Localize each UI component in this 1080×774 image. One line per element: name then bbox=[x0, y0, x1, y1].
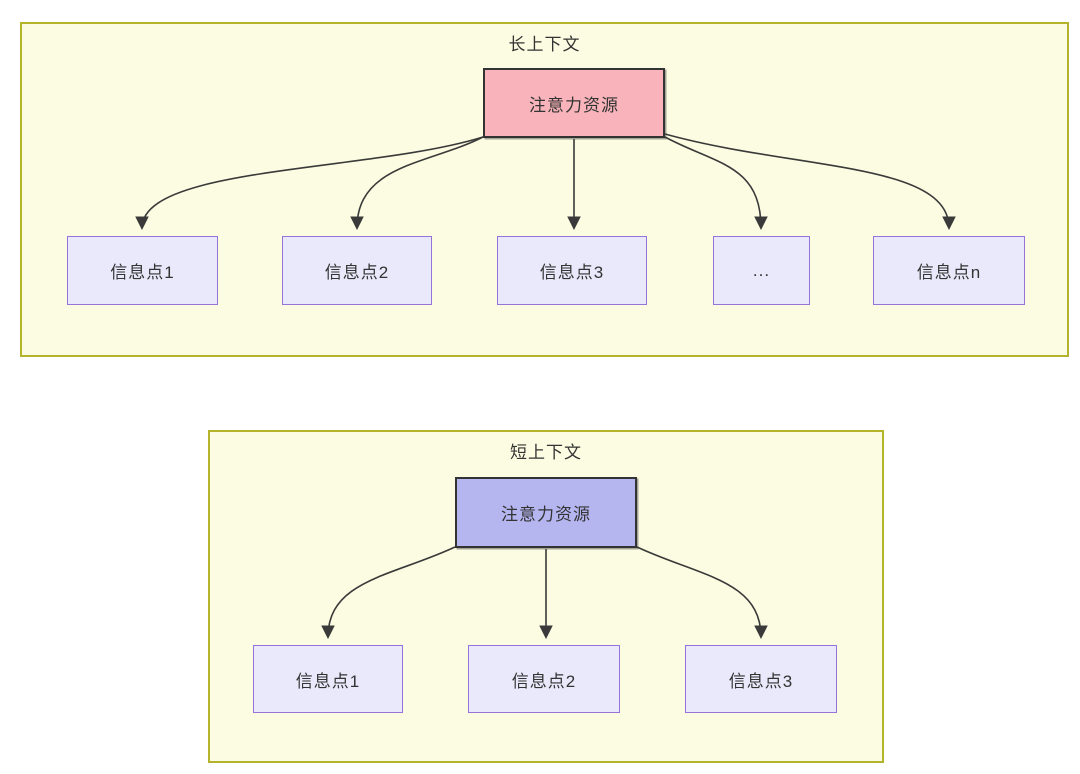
short-info-point-1: 信息点1 bbox=[253, 645, 403, 713]
short-info-point-2: 信息点2 bbox=[468, 645, 620, 713]
long-attention-resource-node: 注意力资源 bbox=[483, 68, 665, 138]
long-info-point-2: 信息点2 bbox=[282, 236, 432, 305]
long-info-point-3: 信息点3 bbox=[497, 236, 647, 305]
short-info-point-3: 信息点3 bbox=[685, 645, 837, 713]
short-context-title: 短上下文 bbox=[510, 443, 582, 462]
long-context-title: 长上下文 bbox=[508, 35, 581, 54]
long-info-point-ellipsis: ... bbox=[713, 236, 810, 305]
long-info-point-n: 信息点n bbox=[873, 236, 1025, 305]
long-info-point-1: 信息点1 bbox=[67, 236, 218, 305]
short-attention-resource-node: 注意力资源 bbox=[455, 477, 637, 548]
